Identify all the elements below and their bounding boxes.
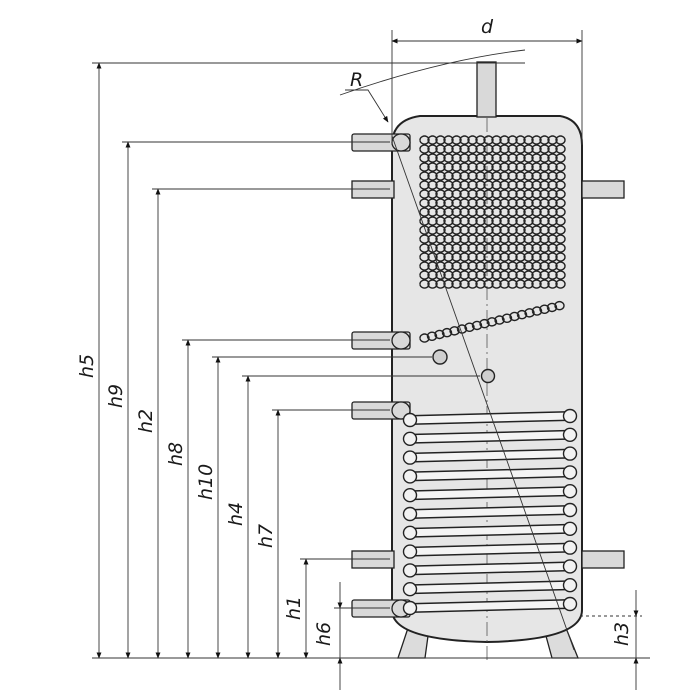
upper-heat-exchanger-coil: [419, 135, 566, 343]
label-h9: h9: [105, 384, 127, 408]
lower-coil-turn: [406, 468, 574, 480]
sensor-port-1: [432, 349, 448, 365]
lower-coil-bend: [402, 582, 418, 597]
upper-coil-row: [419, 270, 566, 280]
lower-coil-bend: [402, 469, 418, 484]
lower-coil-bend: [562, 427, 578, 442]
lower-coil-bend: [402, 488, 418, 503]
section-line: [391, 135, 575, 651]
lower-coil-bend: [402, 600, 418, 616]
upper-coil-row: [419, 180, 566, 190]
upper-coil-row: [419, 216, 566, 226]
upper-coil-row: [419, 207, 566, 217]
r-arc: [339, 49, 526, 96]
lower-coil-bend: [562, 540, 578, 555]
lower-coil-turn: [406, 544, 574, 556]
lower-coil-bend: [402, 450, 418, 465]
connection-right-2: [581, 550, 625, 569]
label-h5: h5: [76, 354, 98, 378]
upper-coil-row: [419, 252, 566, 262]
connection-left-3-end: [391, 331, 411, 350]
lower-coil-bend: [562, 484, 578, 499]
lower-coil-bend: [402, 544, 418, 559]
connection-left-2: [351, 180, 395, 199]
lower-coil-bend: [562, 465, 578, 480]
label-h10: h10: [195, 464, 217, 500]
lower-coil-turn: [406, 431, 574, 443]
lower-coil-bend: [402, 431, 418, 446]
label-d: d: [481, 16, 494, 38]
lower-coil-turn: [406, 450, 574, 462]
label-h4: h4: [225, 502, 247, 526]
upper-coil-row: [419, 144, 566, 154]
label-h7: h7: [255, 524, 277, 548]
upper-coil-row: [419, 189, 566, 199]
lower-coil-bend: [402, 412, 418, 428]
lower-coil-turn: [406, 412, 574, 424]
label-r: R: [350, 69, 363, 91]
upper-coil-row: [419, 261, 566, 271]
lower-coil-bend: [562, 408, 578, 424]
upper-coil-row: [419, 171, 566, 181]
lower-coil-bend: [562, 578, 578, 593]
upper-coil-row: [419, 162, 566, 172]
upper-coil-row: [419, 243, 566, 253]
lower-coil-turn: [406, 487, 574, 499]
label-h3: h3: [611, 622, 633, 646]
connection-right-1: [581, 180, 625, 199]
upper-coil-row: [419, 135, 566, 145]
lower-coil-bend: [402, 525, 418, 540]
lower-coil-bend: [562, 559, 578, 574]
dimension-labels: d R h5 h9 h2 h8 h10 h4 h7 h1 h6 h3: [76, 16, 633, 646]
lower-coil-turn: [406, 581, 574, 593]
lower-coil-bend: [562, 502, 578, 518]
upper-coil-row: [419, 198, 566, 208]
upper-coil-row: [419, 234, 566, 244]
lower-coil-turn: [406, 525, 574, 537]
lower-coil-turn: [406, 562, 574, 574]
label-h2: h2: [135, 409, 157, 433]
label-h1: h1: [283, 596, 305, 620]
lower-coil-bend: [562, 446, 578, 461]
top-nozzle: [476, 61, 497, 118]
upper-coil-row: [419, 153, 566, 163]
lower-coil-bend: [402, 506, 418, 522]
lower-coil-bend: [402, 563, 418, 578]
dimension-lines: [92, 30, 650, 690]
label-h8: h8: [165, 442, 187, 466]
connection-left-5: [351, 550, 395, 569]
lower-coil-bend: [562, 596, 578, 612]
sensor-port-2: [480, 368, 496, 384]
lower-heat-exchanger-coil: [402, 408, 578, 616]
upper-coil-return: [419, 300, 565, 343]
label-h6: h6: [313, 622, 335, 646]
lower-coil-bend: [562, 521, 578, 536]
lower-coil-turn: [406, 600, 574, 612]
r-leader: [345, 89, 389, 123]
upper-coil-row: [419, 225, 566, 235]
lower-coil-turn: [406, 506, 574, 518]
upper-coil-row: [419, 279, 566, 289]
